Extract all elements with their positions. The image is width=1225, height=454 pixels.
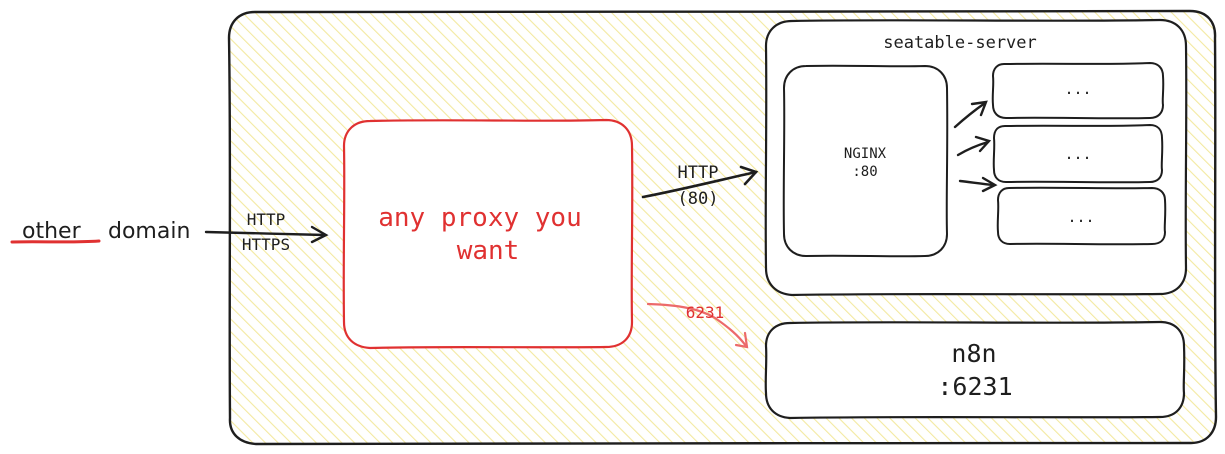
n8n-label: n8n: [951, 339, 996, 368]
service-box-1: ...: [991, 61, 1165, 120]
proxy-label-line2: want: [457, 236, 520, 266]
server-title: seatable-server: [883, 33, 1037, 53]
red-underline: [10, 239, 101, 244]
protocol-https-label: HTTPS: [242, 235, 290, 254]
arrow-to-service-3-head: [981, 176, 998, 193]
port-link-label: 6231: [686, 303, 725, 322]
arrow-to-service-1: [953, 101, 987, 129]
n8n-box: n8n :6231: [764, 320, 1186, 420]
external-domain: other domain: [10, 219, 190, 244]
service-2-label: ...: [1064, 145, 1091, 163]
n8n-port: :6231: [937, 372, 1012, 401]
incoming-arrow: [204, 225, 329, 244]
port-6231-arrow: [646, 302, 749, 349]
http-link-label: HTTP: [678, 163, 719, 183]
external-label-domain: domain: [108, 219, 190, 244]
seatable-server-box: seatable-server NGINX :80 ... ... ...: [764, 18, 1188, 297]
arrow-to-service-2-head: [974, 135, 992, 153]
http-80-arrow: [641, 165, 759, 199]
external-label-other: other: [22, 219, 82, 244]
nginx-box: NGINX :80: [782, 64, 949, 258]
service-3-label: ...: [1067, 208, 1094, 226]
protocol-http-label: HTTP: [247, 210, 286, 229]
nginx-label: NGINX: [844, 146, 887, 162]
proxy-label-line1: any proxy you: [378, 203, 582, 233]
arrow-to-service-2: [956, 140, 990, 157]
service-1-label: ...: [1064, 80, 1091, 98]
nginx-fanout-arrows: [953, 100, 998, 193]
nginx-port: :80: [852, 164, 877, 180]
service-box-3: ...: [996, 186, 1167, 246]
proxy-box: any proxy you want: [342, 118, 634, 350]
arrow-to-service-1-head: [970, 100, 988, 117]
service-box-2: ...: [992, 123, 1164, 184]
http-link-port: (80): [678, 189, 719, 209]
arrow-to-service-3: [958, 179, 996, 187]
